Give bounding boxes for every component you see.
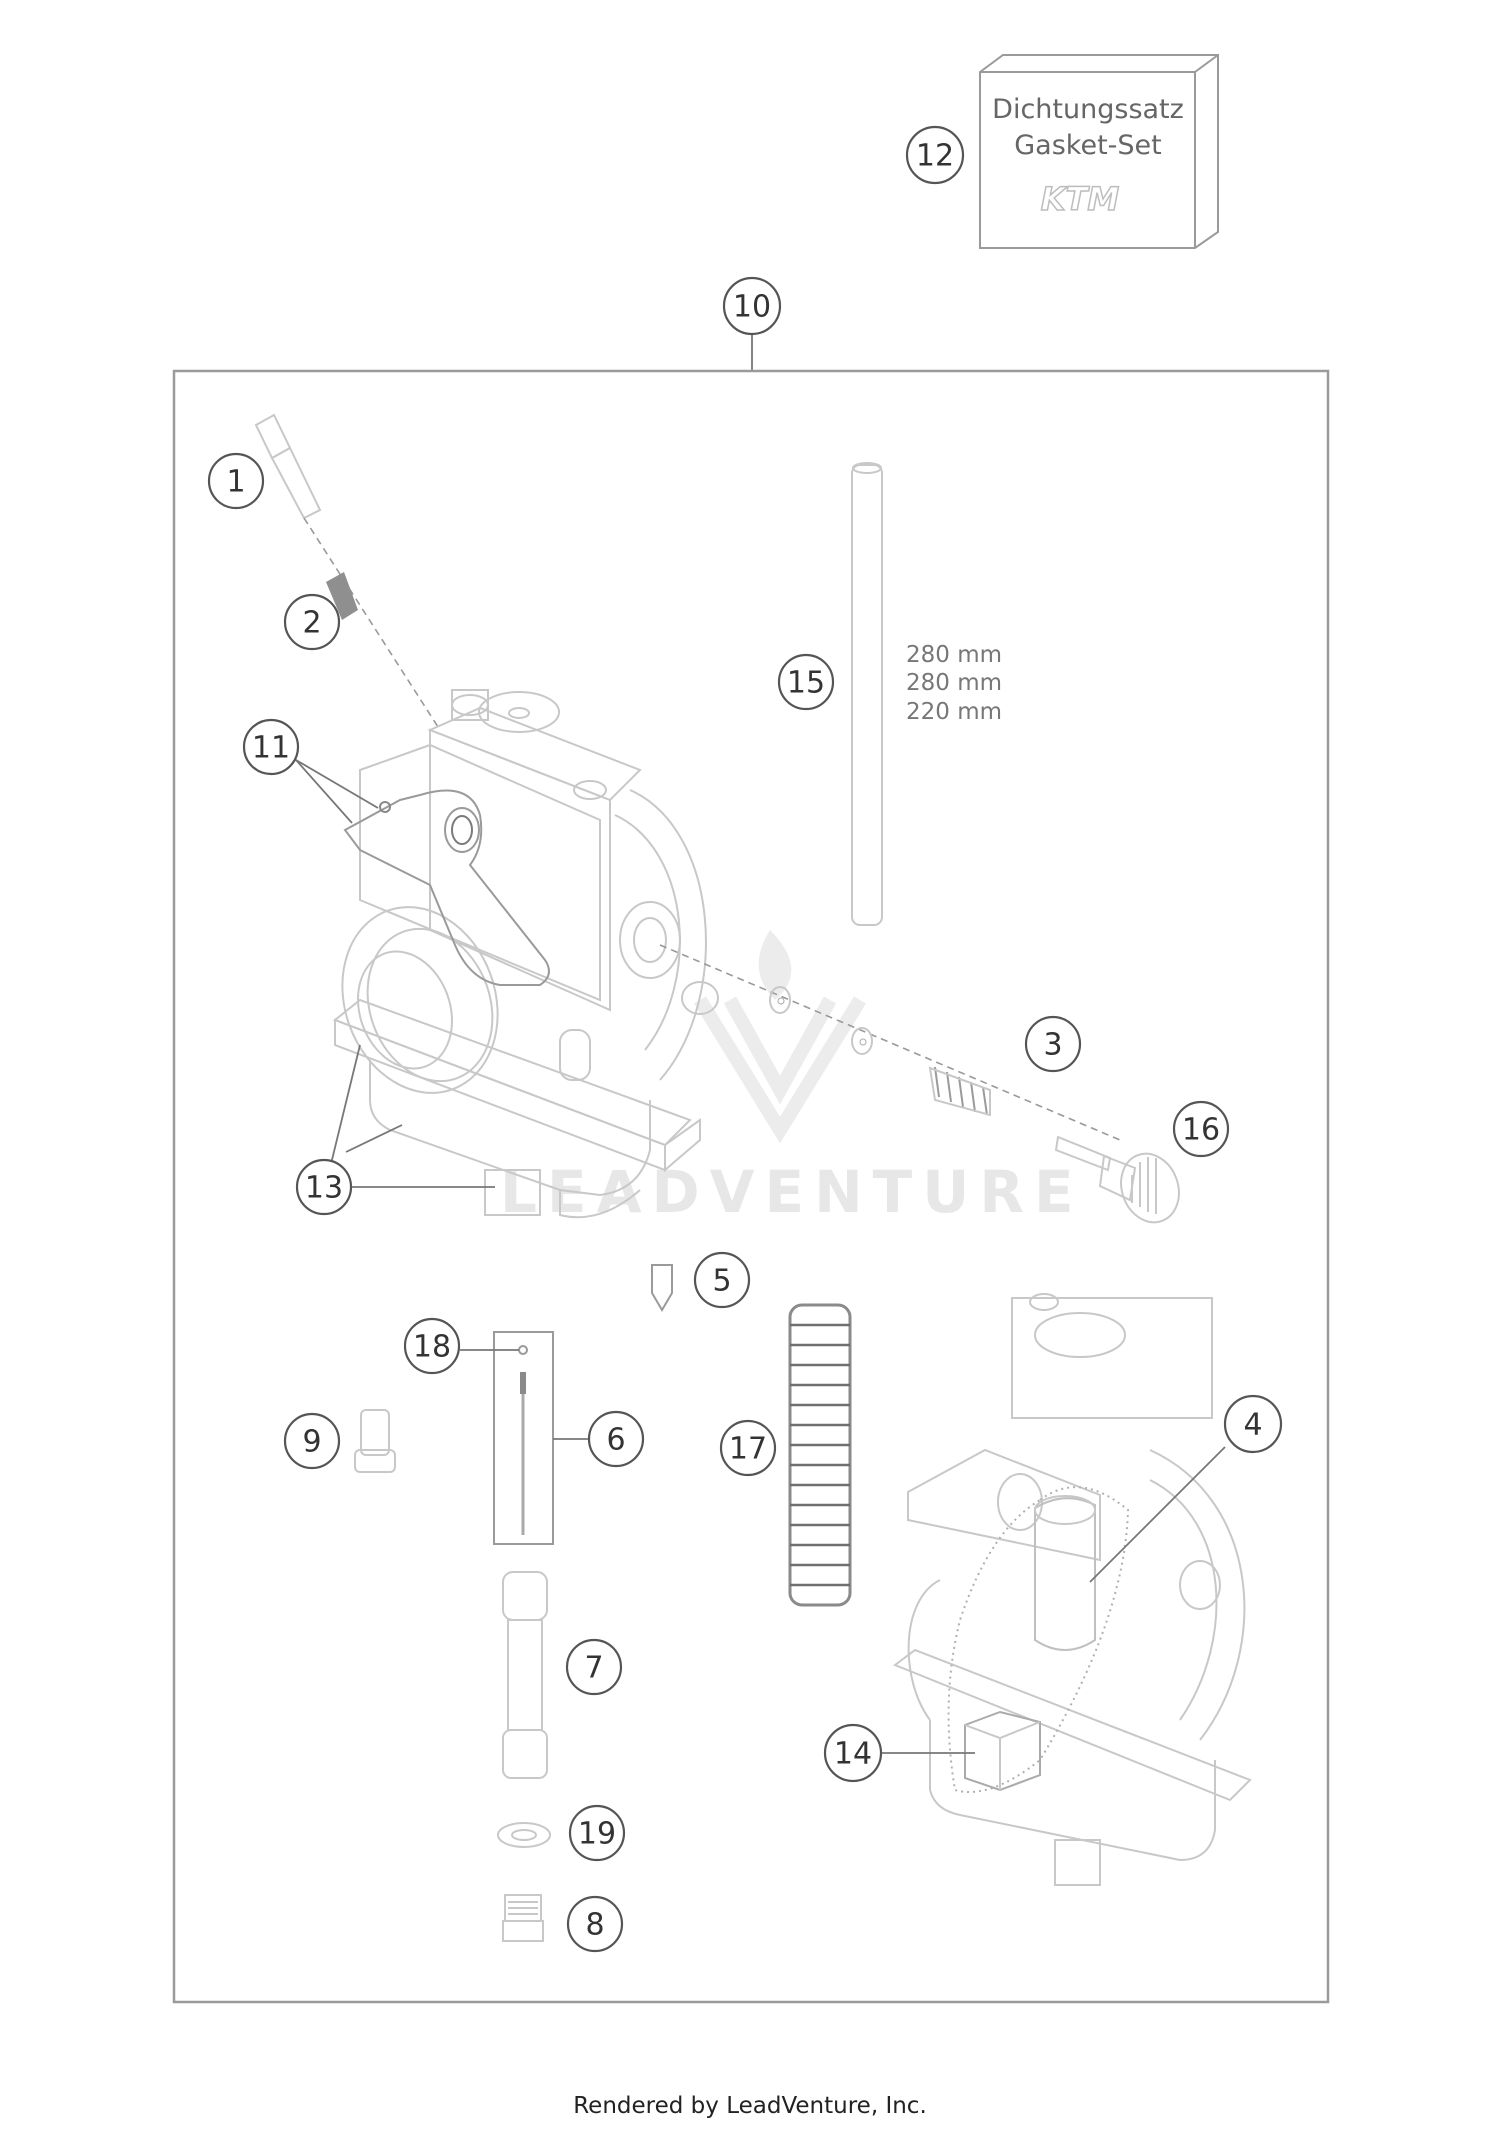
svg-text:7: 7 [584, 1651, 603, 1686]
gasket-box-line2: Gasket-Set [1014, 130, 1162, 161]
vent-hose[interactable] [851, 462, 883, 926]
air-screw[interactable] [1054, 1135, 1188, 1230]
idle-spring[interactable] [326, 572, 358, 620]
svg-text:8: 8 [585, 1908, 604, 1943]
svg-text:18: 18 [413, 1330, 451, 1365]
hose-length-1: 280 mm [906, 642, 1002, 668]
throttle-lever[interactable] [343, 789, 550, 986]
leader-4 [1089, 1446, 1226, 1583]
callout-4[interactable]: 4 [1223, 1394, 1283, 1454]
carburetor-ghost [892, 1293, 1252, 1886]
callout-6[interactable]: 6 [587, 1410, 645, 1468]
svg-text:4: 4 [1243, 1408, 1262, 1443]
svg-text:17: 17 [729, 1432, 767, 1467]
air-screw-spring[interactable] [928, 1066, 991, 1117]
callout-2[interactable]: 2 [283, 593, 341, 651]
footer-credit: Rendered by LeadVenture, Inc. [573, 2093, 927, 2119]
svg-text:3: 3 [1043, 1028, 1062, 1063]
callout-3[interactable]: 3 [1024, 1015, 1082, 1073]
svg-text:16: 16 [1182, 1113, 1220, 1148]
throttle-slide[interactable] [1034, 1495, 1096, 1651]
main-jet[interactable] [502, 1894, 544, 1942]
carburetor-body[interactable] [317, 689, 719, 1219]
svg-text:9: 9 [302, 1425, 321, 1460]
hose-length-2: 280 mm [906, 670, 1002, 696]
idle-screw[interactable] [254, 413, 322, 520]
svg-text:2: 2 [302, 606, 321, 641]
callout-1[interactable]: 1 [207, 452, 265, 510]
callout-15[interactable]: 15 [777, 653, 835, 711]
svg-text:19: 19 [578, 1817, 616, 1852]
svg-text:12: 12 [916, 139, 954, 174]
callout-18[interactable]: 18 [403, 1317, 461, 1375]
jet-needle[interactable] [520, 1372, 526, 1535]
callout-9[interactable]: 9 [283, 1412, 341, 1470]
jet-needle-box [493, 1331, 554, 1545]
assembly-axis-1 [303, 517, 441, 731]
svg-text:5: 5 [712, 1264, 731, 1299]
gasket-box-line1: Dichtungssatz [992, 94, 1184, 125]
hose-lengths: 280 mm 280 mm 220 mm [906, 642, 1002, 725]
needle-jet[interactable] [502, 1571, 548, 1779]
ktm-logo: KTM [1041, 180, 1120, 218]
watermark: LEADVENTURE [500, 930, 1074, 1226]
leader-13a [329, 1044, 361, 1169]
washer-19[interactable] [497, 1822, 551, 1848]
callout-19[interactable]: 19 [568, 1804, 626, 1862]
svg-text:13: 13 [305, 1171, 343, 1206]
svg-text:1: 1 [226, 465, 245, 500]
callout-14[interactable]: 14 [823, 1723, 883, 1783]
callout-8[interactable]: 8 [566, 1895, 624, 1953]
float-needle[interactable] [651, 1264, 673, 1312]
callout-10[interactable]: 10 [722, 276, 782, 336]
washer-a[interactable] [769, 986, 791, 1014]
callout-17[interactable]: 17 [719, 1419, 777, 1477]
leader-11a [295, 759, 379, 809]
svg-text:11: 11 [252, 731, 290, 766]
pilot-jet[interactable] [354, 1409, 396, 1473]
slide-float-outline [947, 1486, 1130, 1793]
callout-13[interactable]: 13 [295, 1158, 353, 1216]
leader-13b [345, 1124, 403, 1153]
svg-text:14: 14 [834, 1737, 872, 1772]
svg-text:15: 15 [787, 666, 825, 701]
svg-text:6: 6 [606, 1423, 625, 1458]
svg-text:10: 10 [733, 290, 771, 325]
carburetor-kit-frame [172, 369, 1330, 2004]
washer-b[interactable] [851, 1027, 873, 1055]
callout-12[interactable]: 12 [905, 125, 965, 185]
needle-clip[interactable] [518, 1345, 528, 1355]
leader-11b [295, 759, 353, 824]
callout-5[interactable]: 5 [693, 1251, 751, 1309]
gasket-set-box[interactable]: Dichtungssatz Gasket-Set KTM [979, 54, 1219, 249]
float[interactable] [964, 1710, 1041, 1792]
callout-11[interactable]: 11 [242, 718, 300, 776]
callout-16[interactable]: 16 [1172, 1100, 1230, 1158]
callout-7[interactable]: 7 [565, 1638, 623, 1696]
hose-length-3: 220 mm [906, 699, 1002, 725]
throttle-slide-spring[interactable] [788, 1303, 852, 1607]
